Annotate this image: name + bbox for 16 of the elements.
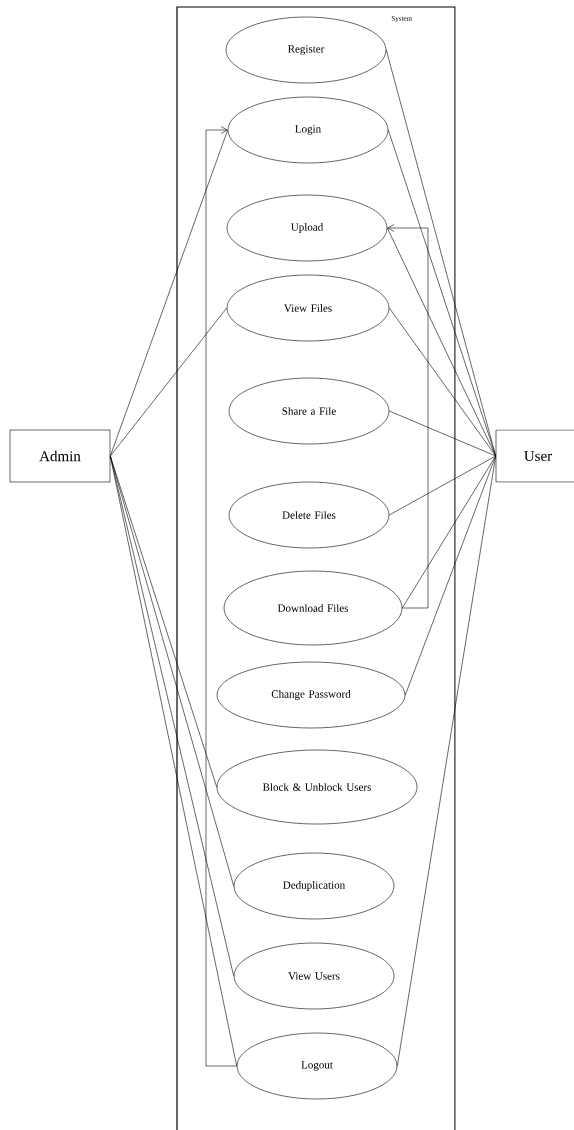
association-line — [110, 129, 228, 457]
association-line — [402, 455, 496, 609]
actor-box: User — [495, 429, 574, 483]
association-line — [389, 307, 496, 457]
association-line — [110, 307, 227, 457]
arrow — [205, 126, 237, 1067]
association-line — [388, 129, 496, 457]
association-line — [110, 455, 234, 977]
association-line — [110, 455, 237, 1067]
association-line — [387, 227, 496, 457]
arrow — [387, 224, 429, 609]
association-line — [397, 455, 496, 1067]
association-line — [405, 455, 496, 696]
actor-box: Admin — [9, 429, 111, 483]
association-line — [389, 455, 496, 516]
association-line — [389, 410, 496, 457]
